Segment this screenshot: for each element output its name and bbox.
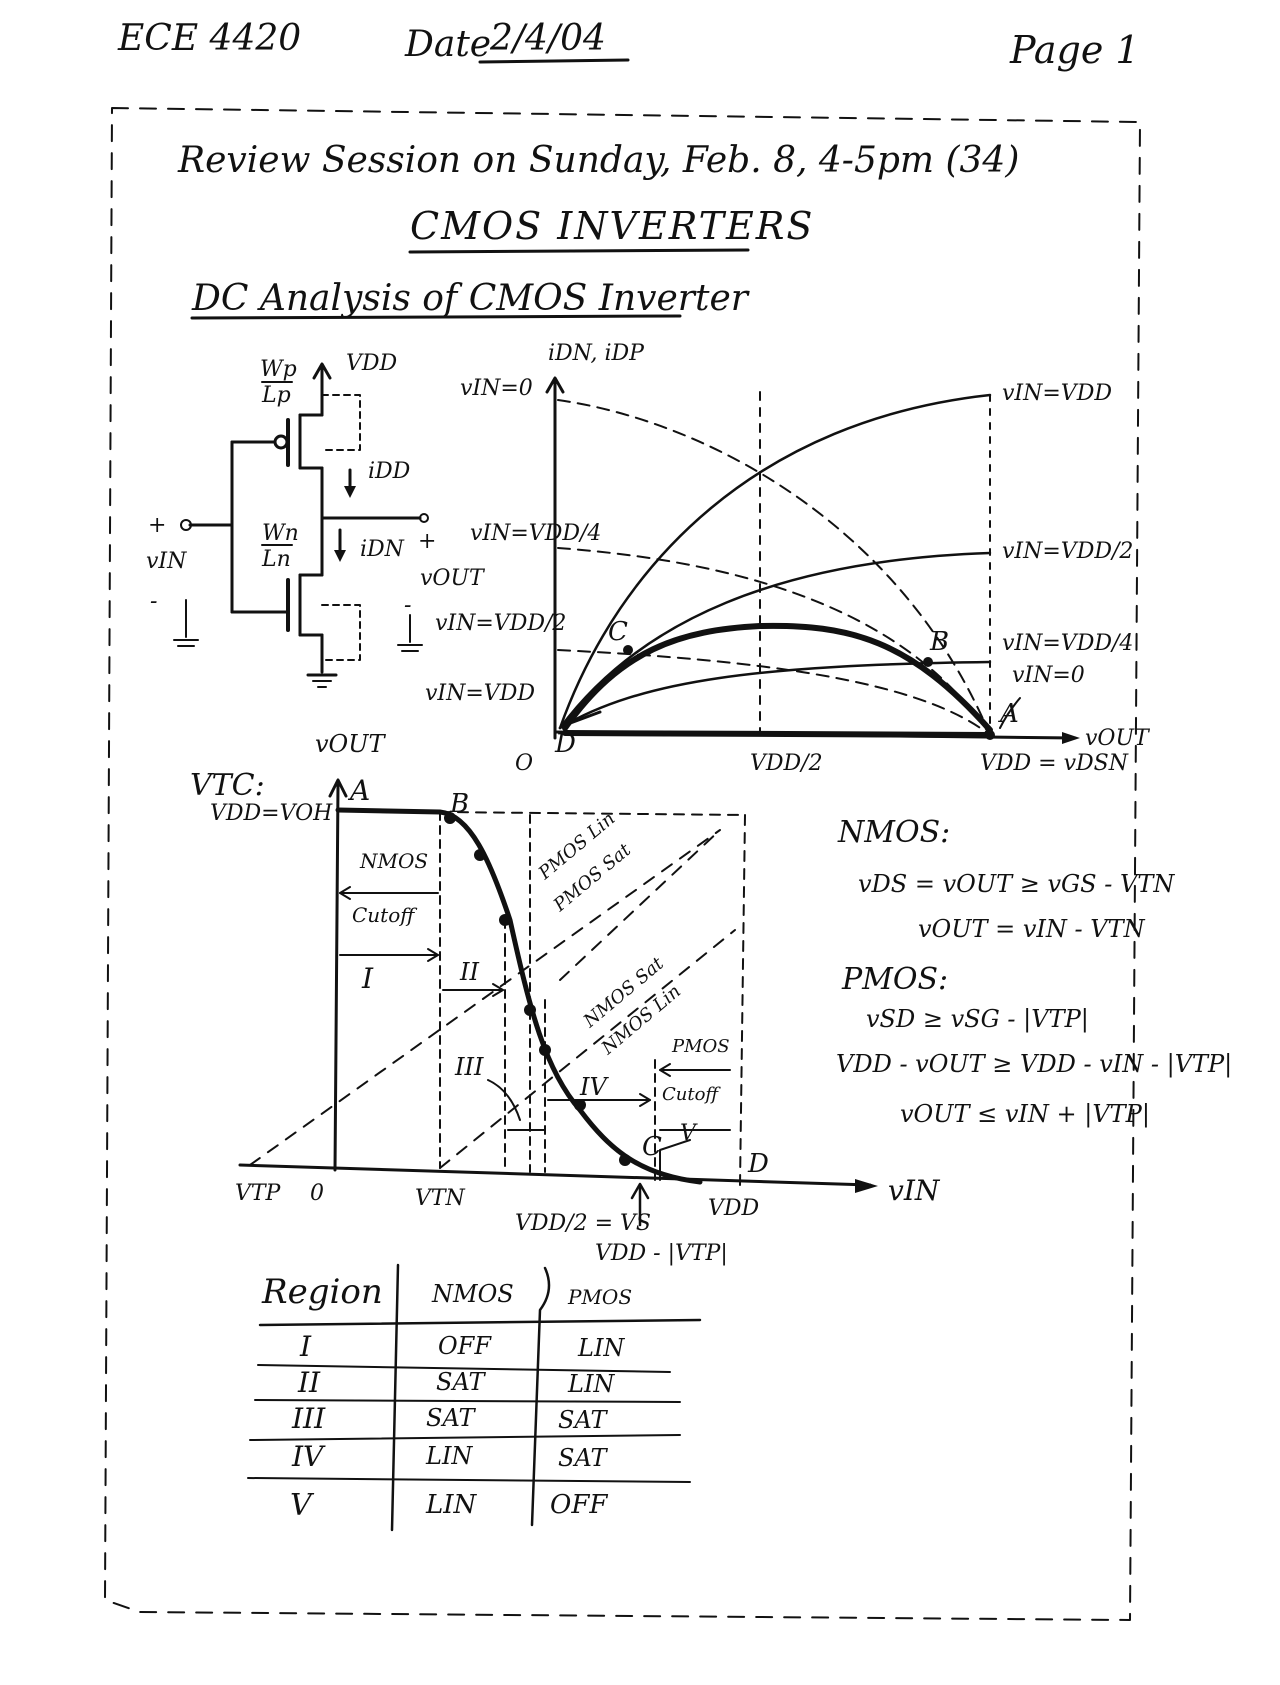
circuit-vin-plus: +: [148, 513, 166, 538]
iv-point-b: B: [929, 627, 949, 657]
iv-label-left-vin0: vIN=0: [460, 376, 533, 401]
vtc-y-top-label: VDD=VOH: [210, 801, 333, 826]
pmos-equation-2: VDD - vOUT ≥ VDD - vIN - |VTP|: [836, 1050, 1233, 1078]
region-table-lines: [247, 1263, 702, 1532]
circuit-vin-minus: -: [150, 589, 157, 614]
iv-label-right-vdd2: vIN=VDD/2: [1002, 539, 1133, 564]
iv-plot-labels: iDN, iDP vOUT O VDD/2 VDD = vDSN vIN=0 v…: [425, 341, 1151, 776]
vtc-region-4: IV: [579, 1073, 609, 1101]
table-row-1-nmos: OFF: [438, 1332, 491, 1360]
table-row-4-pmos: SAT: [558, 1444, 607, 1472]
table-row-4-region: IV: [292, 1440, 324, 1473]
table-row-2-pmos: LIN: [568, 1370, 615, 1398]
iv-plot: [545, 376, 1080, 744]
iv-y-axis-label: iDN, iDP: [548, 341, 645, 366]
table-row-2-region: II: [298, 1366, 321, 1399]
vtc-point-b: B: [449, 789, 469, 819]
date-label: Date: [405, 24, 492, 65]
table-header-pmos: PMOS: [568, 1285, 633, 1309]
vtc-plot: [238, 778, 878, 1227]
circuit-idd-label: iDD: [368, 459, 411, 484]
vtc-tick-zero: 0: [310, 1181, 324, 1206]
iv-label-left-vdd2: vIN=VDD/2: [435, 611, 566, 636]
iv-x-axis-label: vOUT: [1085, 726, 1151, 751]
vtc-tick-vtn: VTN: [415, 1186, 466, 1211]
table-row-5-region: V: [290, 1488, 312, 1523]
vtc-point-d: D: [747, 1149, 769, 1179]
iv-point-d: D: [554, 729, 576, 759]
vtc-y-axis-label: vOUT: [315, 730, 386, 758]
circuit-idn-label: iDN: [360, 537, 405, 562]
vtc-tick-vdd-vtp: VDD - |VTP|: [595, 1241, 728, 1266]
circuit-vout-minus: -: [404, 593, 411, 618]
vtc-note-nmos-cutoff-2: Cutoff: [352, 903, 418, 927]
pmos-equation-1: vSD ≥ vSG - |VTP|: [866, 1005, 1089, 1033]
vtc-region-2: II: [459, 958, 479, 986]
nmos-equation-2: vOUT = vIN - VTN: [918, 915, 1145, 943]
iv-tick-vdd: VDD = vDSN: [980, 751, 1129, 776]
vtc-note-nmos-cutoff-1: NMOS: [359, 849, 428, 873]
circuit-ln-label: Ln: [261, 547, 291, 572]
vtc-point-c: C: [642, 1132, 662, 1162]
iv-point-c: C: [608, 617, 628, 647]
vtc-point-a: A: [347, 774, 370, 807]
table-row-4-nmos: LIN: [426, 1442, 473, 1470]
review-announcement: Review Session on Sunday, Feb. 8, 4-5pm …: [178, 140, 1020, 181]
table-row-1-region: I: [300, 1330, 312, 1363]
pmos-equation-3: vOUT ≤ vIN + |VTP|: [900, 1100, 1150, 1128]
iv-tick-vdd-half: VDD/2: [750, 751, 823, 776]
vtc-labels: VTC: vOUT vIN VDD=VOH VTP 0 VTN VDD/2 = …: [190, 730, 941, 1266]
table-row-5-nmos: LIN: [426, 1490, 477, 1520]
vtc-tick-vtp: VTP: [235, 1181, 282, 1206]
table-row-2-nmos: SAT: [436, 1368, 485, 1396]
circuit-vout-label: vOUT: [420, 566, 486, 591]
cmos-circuit: [173, 362, 429, 688]
iv-origin-label: O: [515, 751, 533, 776]
vtc-tick-vs: VDD/2 = VS: [515, 1211, 651, 1236]
circuit-wn-label: Wn: [262, 521, 299, 546]
circuit-vdd-label: VDD: [346, 351, 398, 376]
vtc-tick-vdd: VDD: [708, 1196, 760, 1221]
vtc-note-pmos-cutoff-1: PMOS: [671, 1036, 730, 1057]
iv-label-right-vin0: vIN=0: [1012, 663, 1085, 688]
vtc-note-pmos-cutoff-2: Cutoff: [662, 1084, 721, 1105]
circuit-lp-label: Lp: [261, 383, 291, 408]
table-row-3-pmos: SAT: [558, 1406, 607, 1434]
vtc-region-3: III: [454, 1053, 484, 1081]
table-row-5-pmos: OFF: [550, 1490, 608, 1520]
circuit-vout-plus: +: [418, 529, 436, 554]
page-title: CMOS INVERTERS: [410, 204, 815, 248]
vtc-region-5: V: [680, 1121, 698, 1146]
iv-label-right-vinvdd: vIN=VDD: [1002, 381, 1112, 406]
dashed-border: [104, 107, 1141, 1621]
table-row-3-nmos: SAT: [426, 1404, 475, 1432]
vtc-x-axis-label: vIN: [888, 1174, 941, 1207]
iv-label-left-vdd4: vIN=VDD/4: [470, 521, 601, 546]
date-value: 2/4/04: [490, 18, 606, 59]
nmos-title: NMOS:: [838, 815, 951, 850]
course-number: ECE 4420: [118, 18, 302, 59]
iv-label-right-vdd4: vIN=VDD/4: [1002, 631, 1133, 656]
iv-label-left-vinvdd: vIN=VDD: [425, 681, 535, 706]
table-header-nmos: NMOS: [432, 1280, 514, 1308]
vtc-label: VTC:: [190, 768, 265, 803]
nmos-equation-1: vDS = vOUT ≥ vGS - VTN: [858, 870, 1175, 898]
circuit-wp-label: Wp: [260, 357, 297, 382]
section-subtitle: DC Analysis of CMOS Inverter: [192, 278, 748, 319]
iv-point-a: A: [998, 699, 1019, 729]
table-row-3-region: III: [292, 1402, 326, 1435]
circuit-labels: VDD Wp Lp iDD Wn Ln iDN vIN + - vOUT + -: [146, 351, 486, 618]
page-number: Page 1: [1010, 28, 1140, 72]
table-header-region: Region: [262, 1272, 383, 1312]
circuit-vin-label: vIN: [146, 549, 187, 574]
table-row-1-pmos: LIN: [578, 1334, 625, 1362]
vtc-region-1: I: [361, 962, 374, 995]
pmos-title: PMOS:: [842, 962, 949, 997]
